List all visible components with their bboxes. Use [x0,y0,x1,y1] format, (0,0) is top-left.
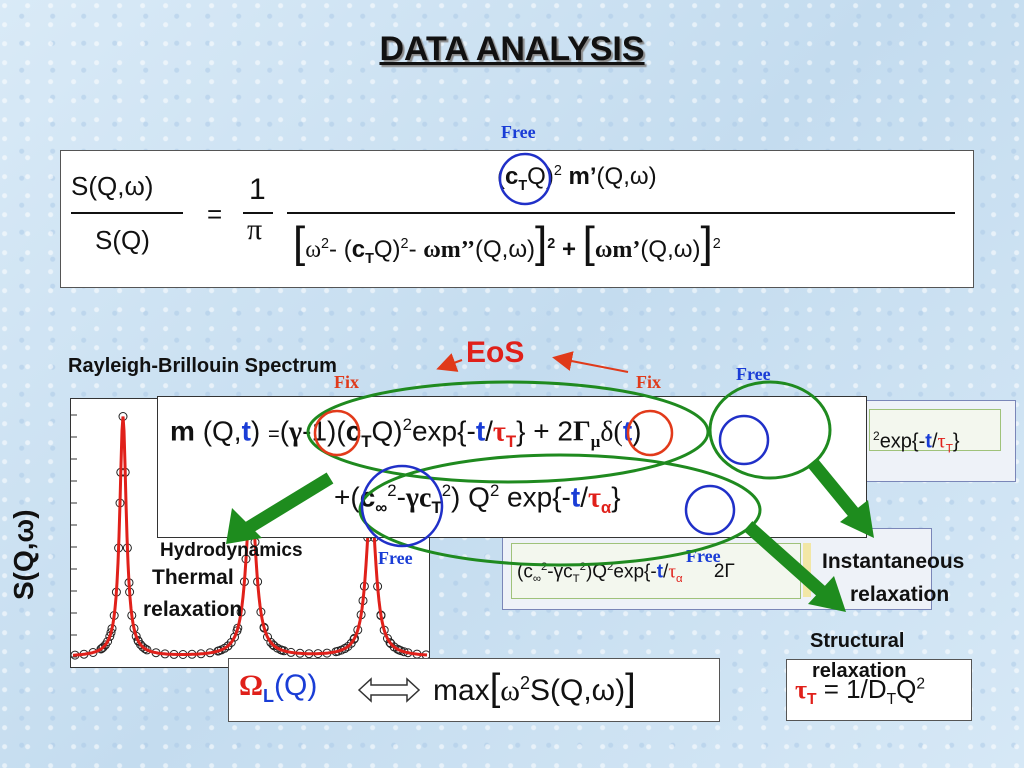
instantaneous-label: Instantaneous [822,550,965,573]
background-box-lower-inner [511,543,801,599]
arrow-instantaneous [806,457,874,538]
hydrodynamics-label: Hydrodynamics [160,540,303,561]
plot-data-point [223,641,233,651]
memory-line-1: m (Q,t) =(γ-1)(cTQ)2exp{-t/τT} + 2Γμδ(t) [170,415,642,451]
plot-data-point [386,639,396,649]
structural-relaxation-label: relaxation [812,660,907,682]
double-arrow-icon [357,677,421,703]
tau-equation: τT = 1/DTQ2 [795,674,926,709]
eos-arrow-left [436,353,463,372]
max-expression: max[ω2S(Q,ω)] [433,667,636,709]
plot-data-point [140,644,150,654]
structural-label: Structural [810,630,905,652]
thermal-label: Thermal [152,566,234,589]
plot-data-point [349,634,359,644]
free-circle-tau-alpha [684,484,736,536]
eos-arrow-right [552,351,629,373]
lhs-fraction-line [71,212,183,214]
free-circle-top [498,152,552,206]
eos-label: EoS [466,336,525,369]
background-box-right: 2exp{-t/τT} [858,400,1016,482]
free-label-hydro: Free [378,548,413,568]
plot-data-point [230,632,239,642]
free-circle-gamma-mu [718,414,770,466]
plot-data-point [103,637,113,646]
background-box-right-inner [869,409,1001,451]
lhs-numerator: S(Q,ω) [71,171,154,201]
rhs-denominator: [ω2- (cTQ)2- ωm’’(Q,ω)]2 + [ωm’(Q,ω)]2 [293,218,721,267]
fix-circle-tauT [626,409,674,457]
plot-data-point [263,632,272,642]
page-title: DATA ANALYSIS [379,30,645,68]
plot-data-point [266,637,276,647]
rhs-fraction-line [287,212,955,214]
plot-data-point [98,642,108,652]
plot-data-point [343,642,353,651]
background-box-lower: (c∞2-γcT2)Q2exp{-t/τα 2Γ [502,528,932,610]
lhs-denominator: S(Q) [95,225,150,255]
tau-equation-box: τT = 1/DTQ2 [786,659,972,721]
pi-fraction-line [243,212,273,214]
fix-label-right: Fix [636,372,661,392]
fix-label-left: Fix [334,372,359,392]
main-equation-box: S(Q,ω) S(Q) = 1 π (cTQ)2 m’(Q,ω) [ω2- (c… [60,150,974,288]
one: 1 [249,173,266,206]
plot-data-point [97,643,107,653]
arrow-thermal [226,472,334,544]
bottom-equation-box: ΩL(Q) max[ω2S(Q,ω)] [228,658,720,722]
omega-l: ΩL(Q) [239,669,318,706]
plot-data-point [133,636,143,645]
right-box-text: 2exp{-t/τT} [873,429,960,456]
instantaneous-relaxation-label: relaxation [850,583,950,606]
plot-ticks [71,414,77,658]
plot-data-point [226,638,236,647]
pi: π [247,213,263,246]
structural-ellipse [358,453,762,567]
plot-data-point [268,640,278,650]
lower-box-text: (c∞2-γcT2)Q2exp{-t/τα 2Γ [517,561,735,586]
plot-data-point [385,638,395,648]
plot-data-point [340,643,350,653]
thermal-ellipse [306,380,710,484]
plot-data-point [142,645,152,655]
memory-line-2: +(c∞2-γcT2) Q2 exp{-t/τα} [334,481,621,517]
free-circle-c-inf [360,464,444,548]
equals-sign: = [207,199,223,229]
rhs-numerator: (cTQ)2 m’(Q,ω) [497,163,657,194]
instantaneous-ellipse [708,380,832,480]
fix-circle-gamma [313,409,361,457]
thermal-relaxation-label: relaxation [143,598,243,621]
spectrum-label: Rayleigh-Brillouin Spectrum [68,355,337,377]
free-label-right: Free [736,364,771,384]
arrow-structural [743,521,846,612]
free-label-top: Free [501,122,536,142]
